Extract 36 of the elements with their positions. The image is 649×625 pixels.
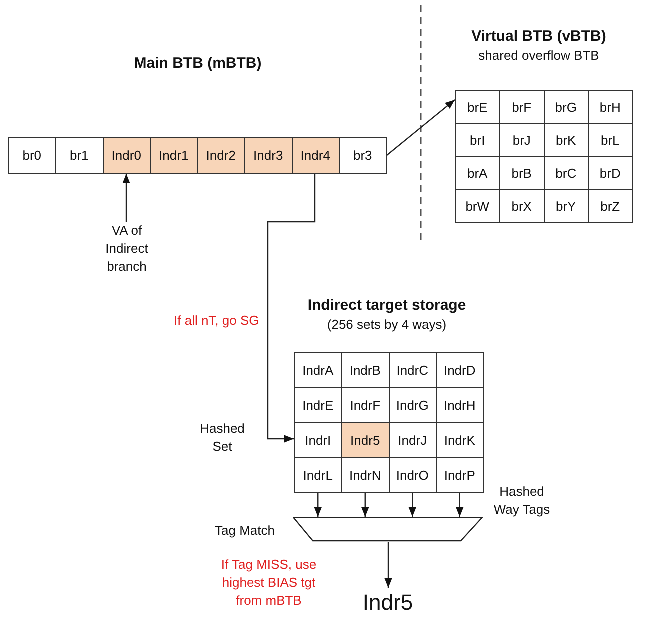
table-cell: br3 [338, 137, 387, 174]
signal-label: Hashed Way Tags [493, 483, 551, 519]
arrow [362, 493, 370, 517]
table-cell: Indr0 [102, 137, 151, 174]
table-cell: IndrD [436, 352, 484, 388]
table-cell: brH [588, 90, 633, 124]
table-cell: brE [455, 90, 500, 124]
table-cell: IndrA [294, 352, 342, 388]
table-cell: brZ [588, 189, 633, 223]
arrow [267, 174, 316, 443]
section-title: Main BTB (mBTB) [133, 55, 263, 72]
mux-label: Tag Match [215, 522, 275, 540]
table-cell: br0 [8, 137, 56, 174]
table-cell: Indr1 [150, 137, 198, 174]
table-cell: IndrP [436, 457, 484, 493]
table-cell: Indr5 [341, 422, 390, 458]
arrow [384, 542, 392, 588]
arrow [456, 493, 464, 517]
arrow [314, 493, 322, 517]
arrow [386, 100, 456, 156]
output-label: Indr5 [350, 588, 426, 620]
table-cell: Indr3 [244, 137, 292, 174]
table-cell: Indr2 [197, 137, 246, 174]
arrow [408, 493, 416, 517]
table-cell: IndrL [294, 457, 342, 493]
table-cell: brW [455, 189, 500, 223]
section-subtitle: (256 sets by 4 ways) [326, 317, 448, 332]
table-cell: Indr4 [292, 137, 340, 174]
section-subtitle: shared overflow BTB [478, 48, 600, 63]
input-label: VA of Indirect branch [92, 222, 162, 278]
table-cell: br1 [55, 137, 104, 174]
note-text: If Tag MISS, use highest BIAS tgt from mBTB [220, 556, 318, 610]
section-title: Indirect target storage [306, 297, 468, 314]
arrow [122, 174, 130, 222]
section-title: Virtual BTB (vBTB) [470, 28, 608, 45]
signal-label: Hashed Set [199, 420, 246, 456]
